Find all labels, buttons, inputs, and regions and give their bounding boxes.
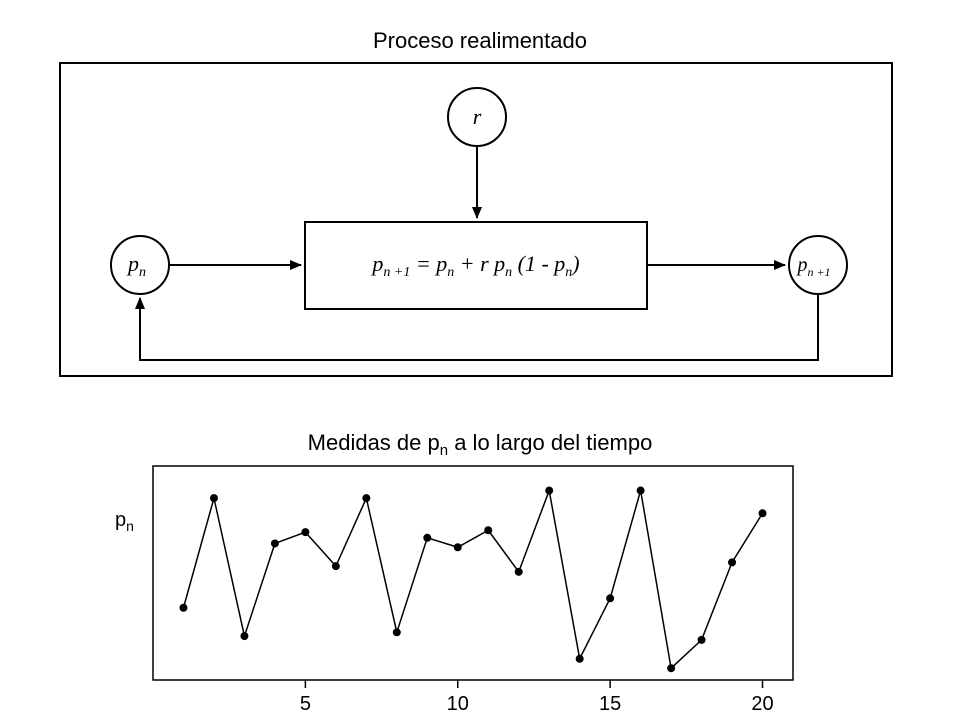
diagram-frame — [59, 62, 893, 377]
y-axis-label: pn — [115, 509, 134, 534]
data-point — [636, 486, 645, 495]
data-point — [514, 567, 523, 576]
data-point — [545, 486, 554, 495]
data-point — [667, 664, 676, 673]
data-point — [331, 562, 340, 571]
data-point — [453, 543, 462, 552]
x-tick-label: 15 — [599, 693, 621, 715]
equation: pn +1 = pn + r pn (1 - pn) — [370, 251, 579, 280]
chart-frame — [152, 465, 794, 681]
diagram-title: Proceso realimentado — [372, 28, 587, 53]
data-point — [179, 603, 188, 612]
equation-box — [304, 221, 648, 310]
data-point — [758, 509, 767, 518]
data-point — [606, 594, 615, 603]
data-point — [270, 539, 279, 548]
x-tick-label: 20 — [751, 693, 773, 715]
feedback-loop — [135, 294, 819, 361]
param-node-label: r — [473, 104, 482, 129]
input-node-label: pn — [126, 251, 146, 280]
data-point — [240, 632, 249, 641]
data-point — [301, 528, 310, 537]
chart-title: Medidas de pn a lo largo del tiempo — [307, 430, 653, 459]
data-point — [362, 494, 371, 503]
data-point — [392, 628, 401, 637]
output-node-label: pn +1 — [795, 254, 830, 279]
data-point — [697, 635, 706, 644]
x-tick-label: 10 — [447, 693, 469, 715]
x-tick-label: 5 — [300, 693, 311, 715]
data-point — [575, 654, 584, 663]
data-point — [484, 526, 493, 535]
series-line — [182, 487, 764, 670]
data-point — [423, 533, 432, 542]
data-point — [209, 494, 218, 503]
data-point — [728, 558, 737, 567]
